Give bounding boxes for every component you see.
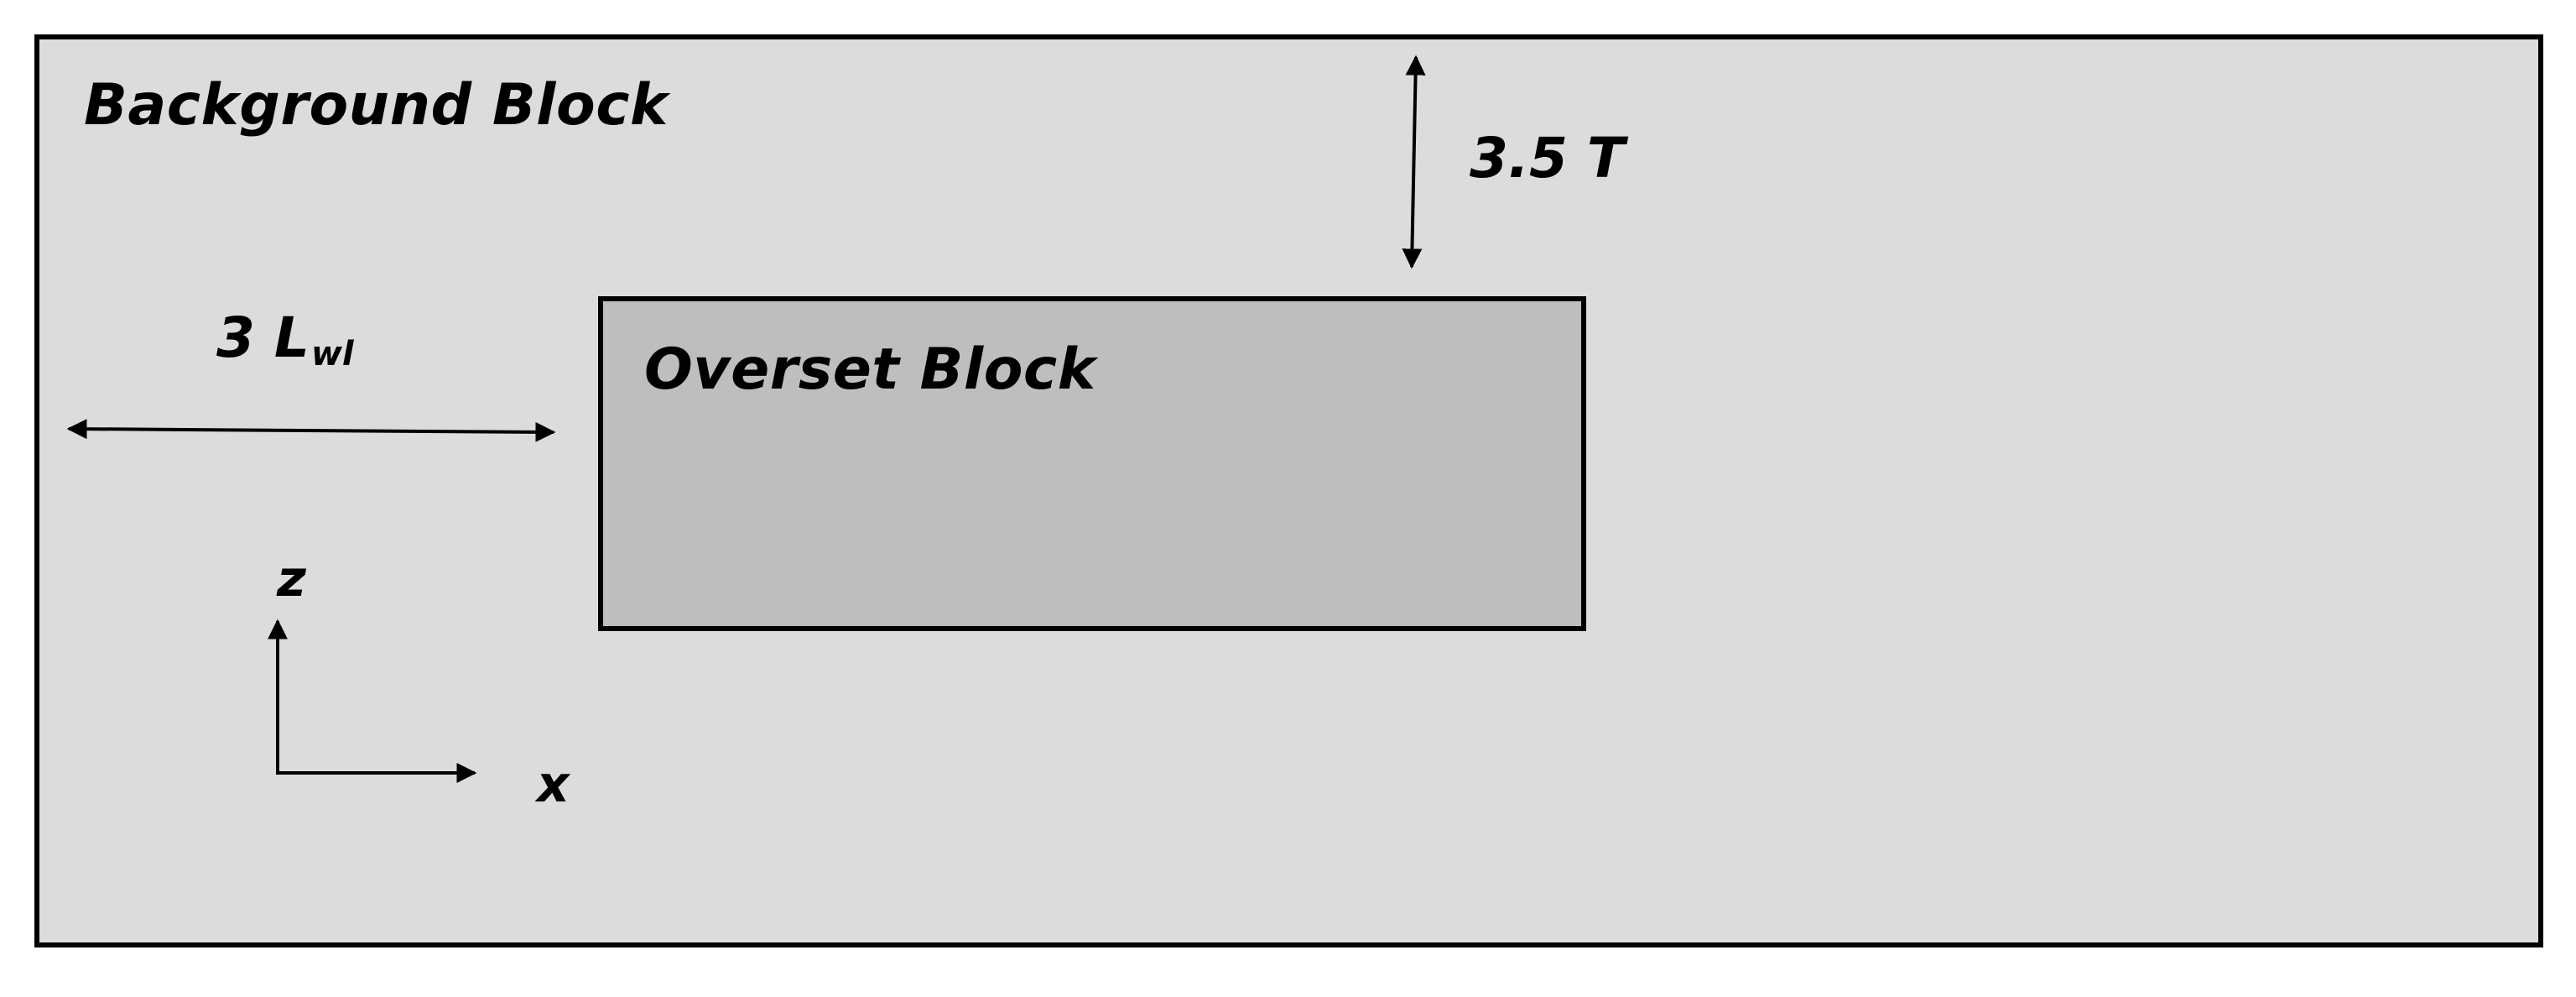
background-block-label: Background Block — [84, 72, 669, 138]
horizontal-gap-arrow — [66, 419, 556, 442]
horizontal-gap-label-main: 3 L — [216, 305, 310, 370]
horizontal-gap-label-subscript: wl — [310, 335, 354, 373]
vertical-gap-arrow — [1402, 55, 1426, 269]
vertical-gap-label: 3.5 T — [1470, 126, 1625, 191]
x-axis-label: x — [537, 755, 570, 814]
z-axis-label: z — [277, 550, 306, 608]
overset-block — [598, 296, 1586, 631]
overset-block-label: Overset Block — [644, 337, 1096, 403]
horizontal-gap-label: 3 Lwl — [216, 311, 354, 372]
